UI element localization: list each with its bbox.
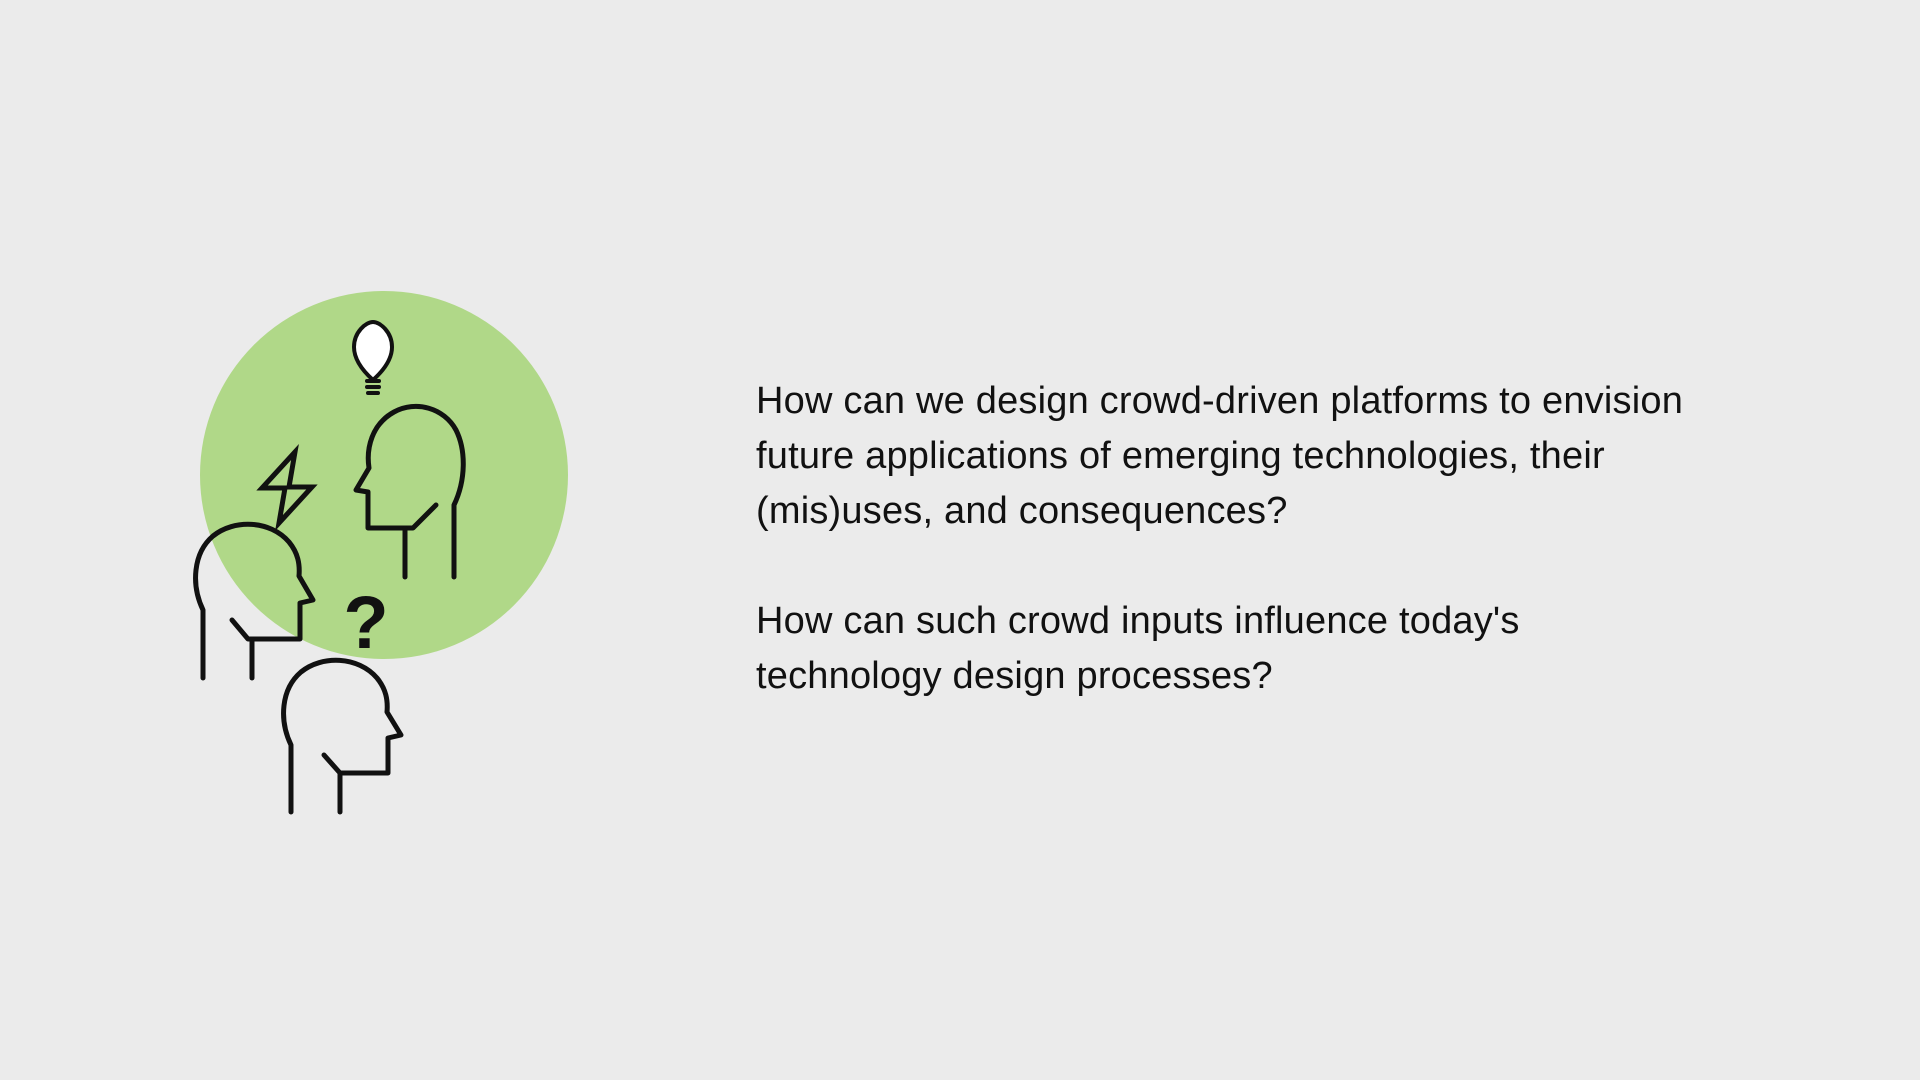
- question-line: future applications of emerging technolo…: [756, 435, 1605, 477]
- head-icon: [281, 657, 404, 815]
- question-line: (mis)uses, and consequences?: [756, 490, 1288, 532]
- crowd-illustration: ?: [180, 280, 600, 840]
- green-circle: [200, 291, 568, 659]
- question-line: How can such crowd inputs influence toda…: [756, 600, 1520, 642]
- question-line: How can we design crowd-driven platforms…: [756, 380, 1684, 422]
- crowd-illustration-svg: ?: [193, 291, 568, 815]
- question-mark-icon: ?: [343, 581, 388, 664]
- head-icon: [353, 403, 466, 580]
- paragraph-spacer: [756, 539, 1756, 594]
- questions-text: How can we design crowd-driven platforms…: [756, 374, 1756, 704]
- head-icon: [193, 521, 316, 681]
- lightning-icon: [256, 444, 318, 531]
- question-line: technology design processes?: [756, 655, 1273, 697]
- lightbulb-icon: [352, 320, 394, 395]
